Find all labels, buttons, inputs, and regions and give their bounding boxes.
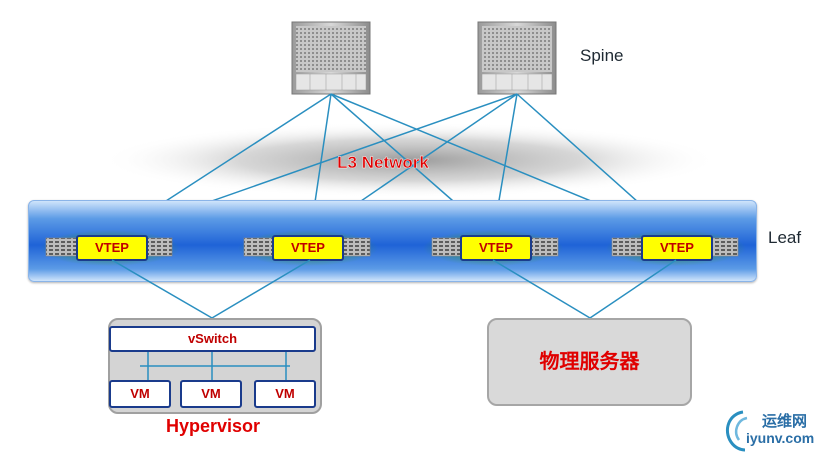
l3-cloud-shadow <box>100 122 720 198</box>
vtep-badge-4: VTEP <box>641 235 713 261</box>
link-leaf3-server <box>492 259 591 319</box>
vm-box-2: VM <box>180 380 242 408</box>
vtep-badge-3: VTEP <box>460 235 532 261</box>
link-leaf1-hypervisor <box>111 259 213 319</box>
hypervisor-label: Hypervisor <box>165 416 261 436</box>
link-leaf2-hypervisor <box>211 259 311 319</box>
watermark-site-cn: 运维网 <box>762 413 808 430</box>
vswitch-box: vSwitch <box>109 326 316 352</box>
spine-label: Spine <box>580 46 624 65</box>
spine-switch-1 <box>291 21 371 95</box>
leaf-label: Leaf <box>768 228 802 247</box>
vtep-badge-2: VTEP <box>272 235 344 261</box>
vm-box-3: VM <box>254 380 316 408</box>
watermark-site-en: iyunv.com <box>746 430 815 446</box>
watermark-logo-icon <box>726 410 748 452</box>
l3-network-label: L3 Network <box>337 153 429 172</box>
link-leaf4-server <box>589 259 677 319</box>
vm-box-1: VM <box>109 380 171 408</box>
physical-server-box: 物理服务器 <box>487 318 692 406</box>
spine-switch-2 <box>477 21 557 95</box>
